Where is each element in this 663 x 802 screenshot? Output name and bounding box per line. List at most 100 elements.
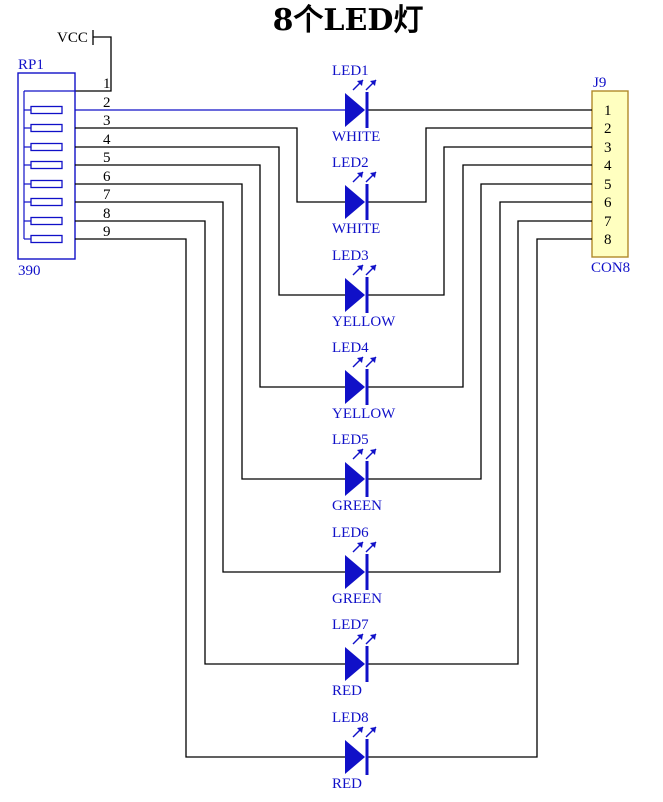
led-color-label: WHITE [332, 129, 380, 145]
led-ref: LED2 [332, 155, 369, 171]
led-color-label: WHITE [332, 221, 380, 237]
wire-anode [75, 183, 345, 480]
led-color-label: GREEN [332, 498, 382, 514]
led-triangle [345, 740, 365, 774]
connector-pin-number: 6 [604, 195, 612, 211]
led-ref: LED4 [332, 340, 369, 356]
led-ref: LED5 [332, 432, 369, 448]
light-arrowhead-icon [370, 265, 376, 271]
wiring [75, 109, 592, 758]
resistor-element [30, 216, 63, 226]
resistor-pin-number: 2 [103, 95, 111, 111]
led-triangle [345, 278, 365, 312]
led-color-label: RED [332, 683, 362, 699]
led-array: LED1WHITELED2WHITELED3YELLOWLED4YELLOWLE… [332, 63, 396, 792]
led-ref: LED8 [332, 710, 369, 726]
wire-cathode [368, 220, 592, 665]
wire-cathode [368, 183, 592, 480]
resistor-element [30, 179, 63, 189]
resistor-pin-number: 9 [103, 224, 111, 240]
vcc-label: VCC [57, 30, 88, 46]
wire-anode [75, 220, 345, 665]
wire-cathode [368, 164, 592, 388]
light-arrowhead-icon [357, 172, 363, 178]
vcc-symbol [75, 30, 112, 92]
light-arrowhead-icon [370, 727, 376, 733]
light-arrowhead-icon [357, 542, 363, 548]
light-arrowhead-icon [370, 634, 376, 640]
resistor-pin-number: 4 [103, 132, 111, 148]
resistor-pack-pins: 1 2 3 4 5 6 7 8 9 [103, 76, 111, 240]
led-color-label: YELLOW [332, 314, 396, 330]
connector-pin-number: 2 [604, 121, 612, 137]
light-arrowhead-icon [357, 449, 363, 455]
connector-body [591, 90, 629, 258]
connector-pin-number: 4 [604, 158, 612, 174]
led-triangle [345, 555, 365, 589]
resistor-element [30, 160, 63, 170]
connector-value: CON8 [591, 260, 630, 276]
led-color-label: YELLOW [332, 406, 396, 422]
led-color-label: GREEN [332, 591, 382, 607]
led-ref: LED3 [332, 248, 369, 264]
connector-pin-number: 7 [604, 214, 612, 230]
connector-pin-number: 3 [604, 140, 612, 156]
led-triangle [345, 185, 365, 219]
light-arrowhead-icon [357, 357, 363, 363]
connector-pin-number: 5 [604, 177, 612, 193]
light-arrowhead-icon [357, 265, 363, 271]
resistor-pin-number: 3 [103, 113, 111, 129]
led-ref: LED7 [332, 617, 369, 633]
resistor-element [30, 234, 63, 244]
resistor-element [30, 105, 63, 115]
led-triangle [345, 93, 365, 127]
light-arrowhead-icon [370, 449, 376, 455]
led-ref: LED1 [332, 63, 369, 79]
resistor-pin-number: 8 [103, 206, 111, 222]
wire-cathode [368, 146, 592, 296]
light-arrowhead-icon [370, 542, 376, 548]
resistor-pin-number: 6 [103, 169, 111, 185]
resistor-pack-value: 390 [18, 263, 41, 279]
resistor-element [30, 123, 63, 133]
led-color-label: RED [332, 776, 362, 792]
light-arrowhead-icon [370, 357, 376, 363]
connector-pin-number: 8 [604, 232, 612, 248]
wire-anode [75, 127, 345, 203]
wire-anode [75, 164, 345, 388]
resistor-pin-number: 1 [103, 76, 111, 92]
connector-ref: J9 [593, 75, 606, 91]
diagram-title: 8个LED灯 [273, 3, 424, 38]
led-ref: LED6 [332, 525, 369, 541]
wire-cathode [368, 238, 592, 758]
resistor-pin-number: 5 [103, 150, 111, 166]
led-triangle [345, 647, 365, 681]
light-arrowhead-icon [357, 634, 363, 640]
led-triangle [345, 462, 365, 496]
resistor-pin-number: 7 [103, 187, 111, 203]
wire-cathode [368, 201, 592, 573]
connector-pins: 1 2 3 4 5 6 7 8 [604, 103, 612, 248]
wire-anode [75, 146, 345, 296]
light-arrowhead-icon [370, 172, 376, 178]
light-arrowhead-icon [357, 727, 363, 733]
resistor-element [30, 197, 63, 207]
light-arrowhead-icon [357, 80, 363, 86]
connector-pin-number: 1 [604, 103, 612, 119]
resistor-pack-ref: RP1 [18, 57, 44, 73]
led-triangle [345, 370, 365, 404]
light-arrowhead-icon [370, 80, 376, 86]
wire-cathode [368, 127, 592, 203]
resistor-pack-body [17, 72, 76, 260]
wire-anode [75, 201, 345, 573]
wire-anode [75, 238, 345, 758]
